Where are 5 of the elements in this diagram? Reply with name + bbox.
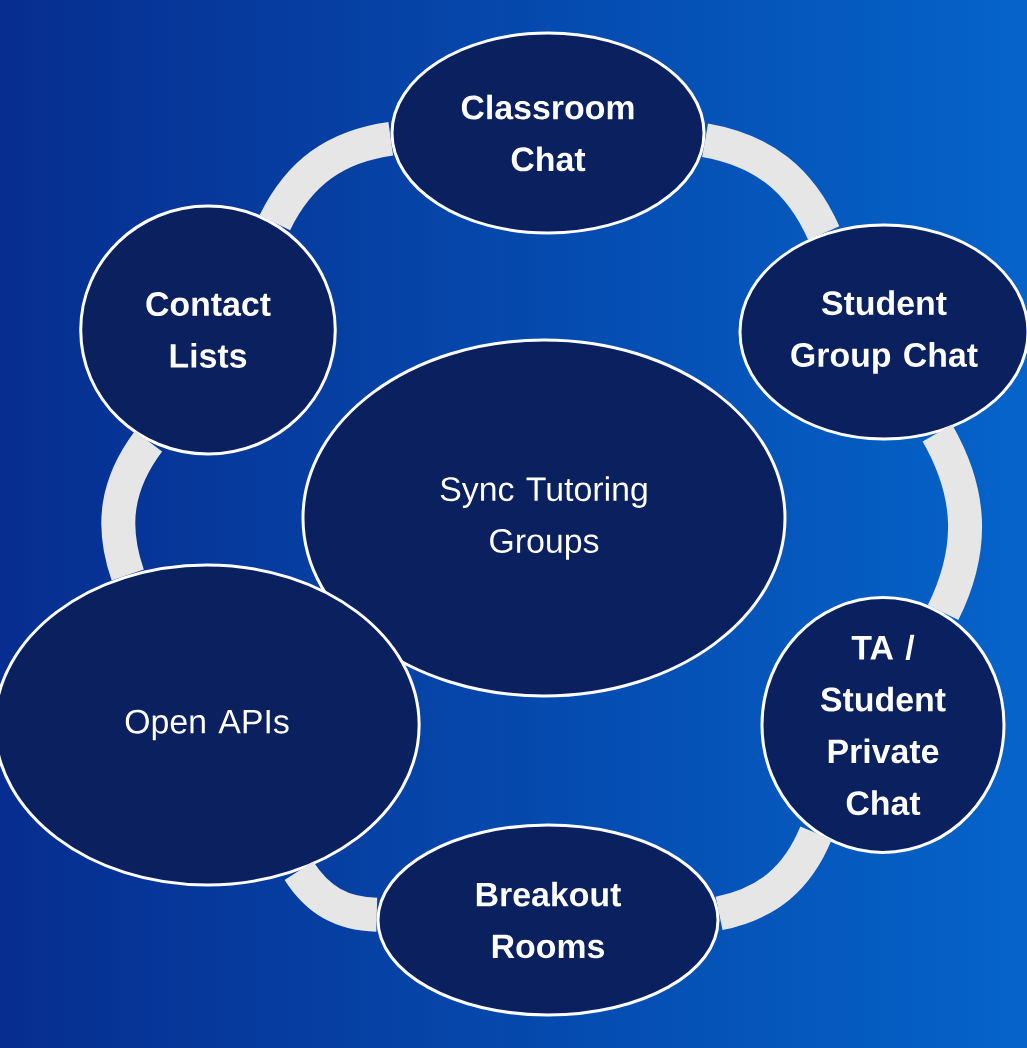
circle-node: TA / Student Private Chat — [760, 596, 1006, 854]
circle-node: Contact Lists — [79, 204, 337, 456]
circle-node: Classroom Chat — [390, 31, 706, 235]
circle-node: Breakout Rooms — [376, 823, 720, 1017]
circle-node: Student Group Chat — [738, 223, 1027, 441]
